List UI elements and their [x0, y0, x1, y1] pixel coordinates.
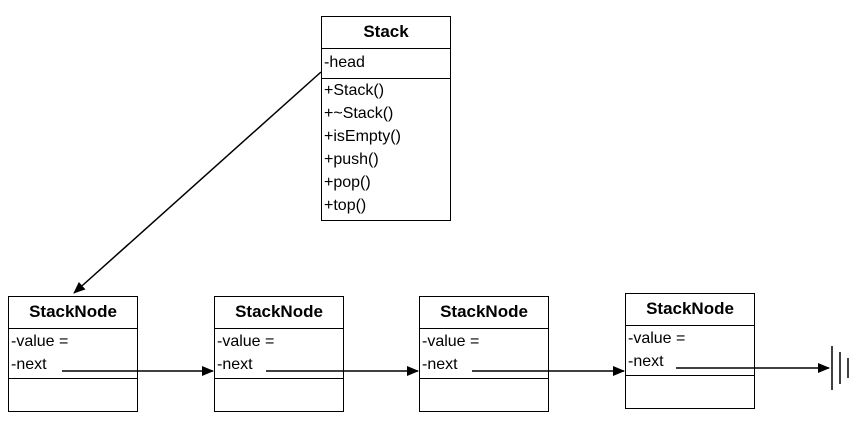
stacknode-box-3: StackNode -value = -next [419, 296, 549, 412]
stacknode-2-name: StackNode [215, 297, 343, 329]
null-terminator-icon [831, 346, 849, 390]
stacknode-3-name: StackNode [420, 297, 548, 329]
stacknode-box-1: StackNode -value = -next [8, 296, 138, 412]
stacknode-2-attr-value: -value = [217, 333, 275, 350]
stacknode-4-name: StackNode [626, 294, 754, 326]
stacknode-4-attr-value: -value = [628, 330, 686, 347]
stack-op-destructor: +~Stack() [324, 105, 394, 122]
stack-op-push: +push() [324, 151, 379, 168]
stacknode-box-2: StackNode -value = -next [214, 296, 344, 412]
stacknode-1-attr-next: -next [11, 356, 47, 373]
head-pointer-arrow [73, 71, 322, 294]
stacknode-2-attributes: -value = -next [215, 329, 343, 379]
stack-class-box: Stack -head +Stack() +~Stack() +isEmpty(… [321, 16, 451, 221]
stacknode-2-attr-next: -next [217, 356, 253, 373]
stack-op-isempty: +isEmpty() [324, 128, 401, 145]
stack-op-pop: +pop() [324, 174, 371, 191]
stacknode-1-name: StackNode [9, 297, 137, 329]
stack-op-constructor: +Stack() [324, 82, 385, 99]
stack-operations: +Stack() +~Stack() +isEmpty() +push() +p… [322, 79, 450, 217]
stack-class-name: Stack [322, 17, 450, 49]
stacknode-1-attributes: -value = -next [9, 329, 137, 379]
stack-op-top: +top() [324, 197, 367, 214]
stacknode-box-4: StackNode -value = -next [625, 293, 755, 409]
stacknode-3-attributes: -value = -next [420, 329, 548, 379]
stack-attr-head: -head [324, 54, 365, 71]
stack-attributes: -head [322, 49, 450, 79]
stacknode-4-attributes: -value = -next [626, 326, 754, 376]
stacknode-4-attr-next: -next [628, 353, 664, 370]
stacknode-3-attr-value: -value = [422, 333, 480, 350]
stacknode-1-attr-value: -value = [11, 333, 69, 350]
stacknode-3-attr-next: -next [422, 356, 458, 373]
